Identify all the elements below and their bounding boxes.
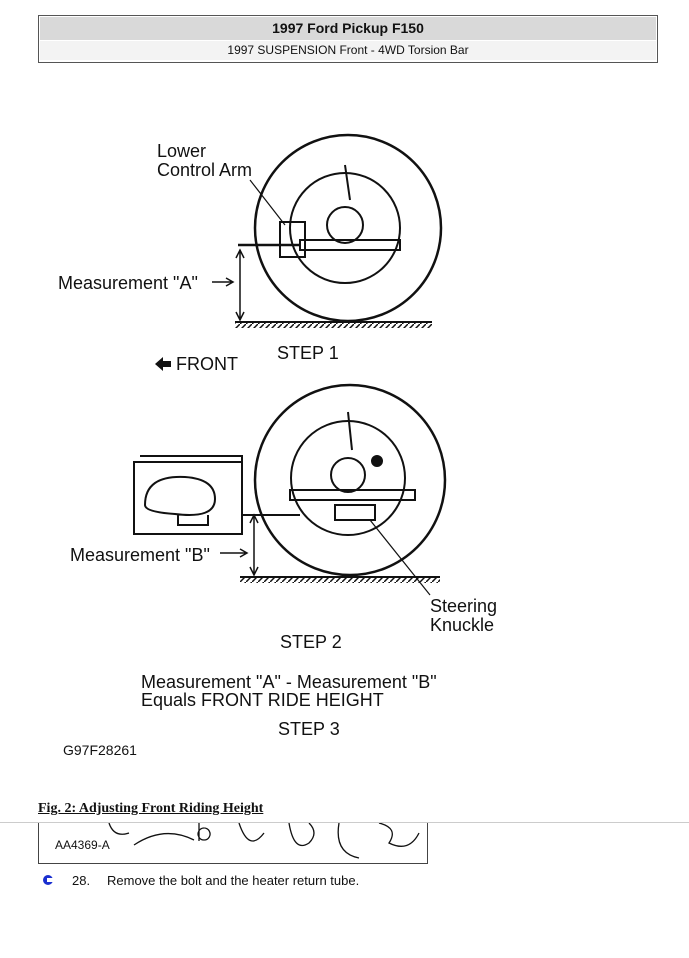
step-bullet-icon <box>43 875 53 885</box>
step-text: Remove the bolt and the heater return tu… <box>107 873 360 888</box>
document-header: 1997 Ford Pickup F150 1997 SUSPENSION Fr… <box>38 15 658 63</box>
divider <box>0 822 689 823</box>
label-step-3: STEP 3 <box>278 719 340 739</box>
label-lower-control-arm: Lower <box>157 141 207 161</box>
label-step-2: STEP 2 <box>280 632 342 652</box>
label-step-1: STEP 1 <box>277 343 339 363</box>
label-steering-knuckle: Steering <box>430 596 498 616</box>
label-equation-1: Measurement "A" - Measurement "B" <box>141 672 437 692</box>
document-subtitle: 1997 SUSPENSION Front - 4WD Torsion Bar <box>40 41 656 60</box>
figure-caption: Fig. 2: Adjusting Front Riding Height <box>38 801 264 816</box>
label-measurement-a: Measurement "A" <box>58 273 198 293</box>
step-number: 28. <box>72 873 91 888</box>
document-title: 1997 Ford Pickup F150 <box>40 17 656 40</box>
figure-id: G97F28261 <box>63 742 137 758</box>
figure-fragment: AA4369-A <box>38 823 428 864</box>
wheel-step1 <box>212 133 443 328</box>
front-arrow-icon <box>155 357 171 371</box>
fragment-figure-id: AA4369-A <box>55 838 110 852</box>
fragment-drawing <box>108 823 420 859</box>
label-equation-2: Equals FRONT RIDE HEIGHT <box>141 690 384 710</box>
label-steering-knuckle-2: Knuckle <box>430 615 495 635</box>
wheel-step2 <box>133 383 447 596</box>
label-front: FRONT <box>176 354 238 374</box>
ride-height-diagram <box>133 133 447 596</box>
label-lower-control-arm-2: Control Arm <box>157 160 253 180</box>
label-measurement-b: Measurement "B" <box>70 545 210 565</box>
